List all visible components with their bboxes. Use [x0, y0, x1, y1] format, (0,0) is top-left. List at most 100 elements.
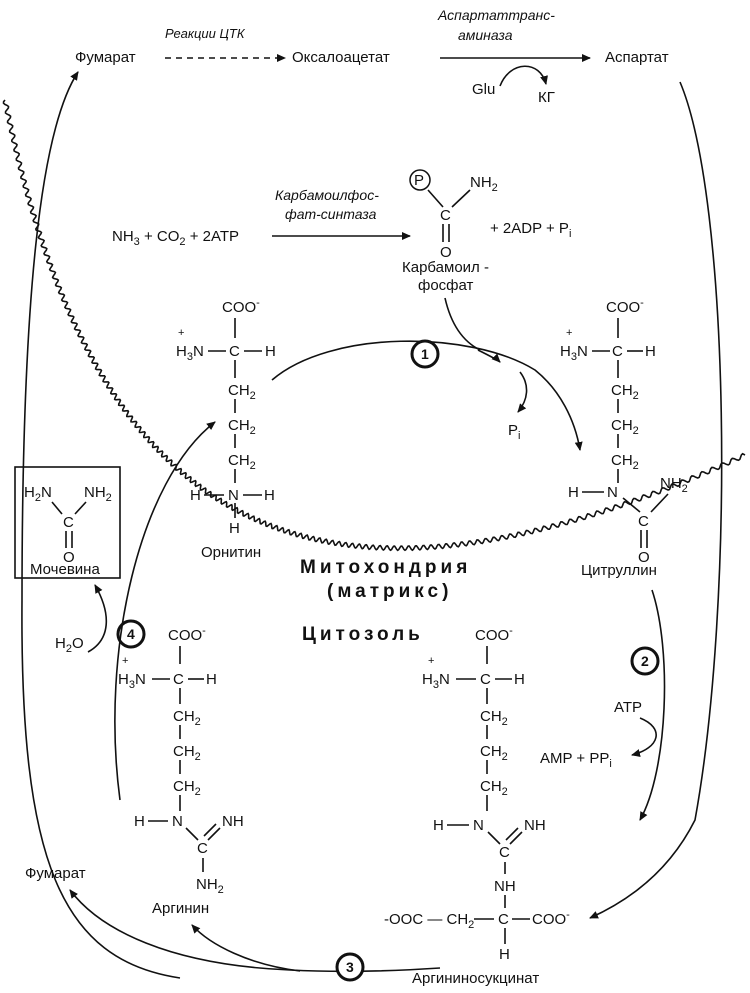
arginine-structure: COO- + H3N C H CH2 CH2 CH2 H N C NH NH2: [118, 625, 244, 896]
step-4-number: 4: [127, 626, 135, 642]
transaminase-label-2: аминаза: [458, 27, 513, 43]
carbamoyl-phosphate-name-2: фосфат: [418, 277, 474, 294]
svg-text:H: H: [134, 813, 145, 830]
svg-text:H: H: [190, 487, 201, 504]
transaminase-label-1: Аспартаттранс-: [437, 7, 555, 23]
svg-text:NH2: NH2: [660, 475, 688, 495]
svg-text:COO-: COO-: [606, 297, 644, 316]
svg-text:+: +: [178, 327, 184, 339]
svg-text:N: N: [172, 813, 183, 830]
svg-text:H: H: [499, 946, 510, 963]
svg-text:NH: NH: [494, 878, 516, 895]
svg-text:H: H: [568, 484, 579, 501]
cps-products: + 2ADP + Pi: [490, 220, 571, 240]
svg-text:H: H: [433, 817, 444, 834]
svg-text:H: H: [265, 343, 276, 360]
cp-oxygen: O: [440, 244, 452, 261]
urea-structure: H2N C NH2 O: [24, 484, 112, 566]
svg-text:C: C: [229, 343, 240, 360]
svg-text:N: N: [473, 817, 484, 834]
step-3-number: 3: [346, 959, 354, 975]
svg-text:H: H: [514, 671, 525, 688]
carbamoyl-phosphate-name-1: Карбамоил -: [402, 259, 489, 276]
svg-text:NH: NH: [222, 813, 244, 830]
svg-text:CH2: CH2: [480, 743, 508, 763]
argininosuccinate-name: Аргининосукцинат: [412, 970, 539, 987]
atp-to-amp-arrow: [631, 717, 657, 757]
svg-text:C: C: [638, 513, 649, 530]
water-to-urea-arrow: [87, 584, 108, 653]
svg-text:CH2: CH2: [611, 452, 639, 472]
svg-text:COO-: COO-: [168, 625, 206, 644]
cp-merge-arrow: [477, 349, 501, 363]
fumarate-to-tca-arrow: [21, 71, 181, 979]
svg-text:H: H: [645, 343, 656, 360]
svg-text:H3N: H3N: [560, 343, 588, 363]
pi-product: Pi: [508, 422, 520, 442]
fumarate-bottom: Фумарат: [25, 865, 86, 882]
svg-text:-OOC — CH2: -OOC — CH2: [384, 911, 474, 931]
citrulline-to-argininosuccinate-arrow: [639, 589, 666, 821]
svg-text:CH2: CH2: [611, 382, 639, 402]
svg-text:CH2: CH2: [611, 417, 639, 437]
urea-name: Мочевина: [30, 561, 100, 578]
glu-label: Glu: [472, 81, 495, 98]
svg-text:H: H: [264, 487, 275, 504]
svg-text:CH2: CH2: [228, 417, 256, 437]
phosphate-circle: [409, 169, 431, 191]
argininosuccinate-to-fumarate-arrow: [69, 889, 291, 971]
cp-bond-p: [427, 189, 444, 208]
arginine-to-ornithine-arrow: [114, 421, 216, 801]
svg-text:CH2: CH2: [228, 382, 256, 402]
phosphate-p: P: [414, 172, 424, 189]
svg-text:CH2: CH2: [228, 452, 256, 472]
svg-text:H: H: [229, 520, 240, 537]
ornithine-name: Орнитин: [201, 544, 261, 561]
arginine-name: Аргинин: [152, 900, 209, 917]
svg-text:COO-: COO-: [475, 625, 513, 644]
svg-text:C: C: [612, 343, 623, 360]
pi-release-arrow: [517, 371, 528, 413]
svg-text:C: C: [498, 911, 509, 928]
step-2-circle: [630, 646, 660, 676]
svg-text:C: C: [173, 671, 184, 688]
svg-text:H2N: H2N: [24, 484, 52, 504]
atp-label: ATP: [614, 699, 642, 716]
ornithine-to-citrulline-arrow: [271, 340, 583, 451]
argininosuccinate-structure: COO- + H3N C H CH2 CH2 CH2 H N C NH NH -…: [384, 625, 570, 963]
mitochondria-label: Митохондрия: [300, 557, 471, 578]
cp-nh2: NH2: [470, 174, 498, 194]
urea-box: [14, 466, 121, 579]
svg-text:H3N: H3N: [176, 343, 204, 363]
cp-bond-n: [451, 189, 471, 208]
svg-text:H: H: [206, 671, 217, 688]
ornithine-structure: COO- + H3N C H CH2 CH2 CH2 H N H H: [176, 297, 276, 537]
svg-text:C: C: [480, 671, 491, 688]
fumarate-top: Фумарат: [75, 49, 136, 66]
svg-text:CH2: CH2: [173, 743, 201, 763]
oxaloacetate: Оксалоацетат: [292, 49, 390, 66]
cp-carbon: C: [440, 207, 451, 224]
tca-reactions-label: Реакции ЦТК: [165, 26, 246, 41]
svg-text:NH2: NH2: [196, 876, 224, 896]
svg-text:H3N: H3N: [422, 671, 450, 691]
svg-text:COO-: COO-: [222, 297, 260, 316]
step-3-circle: [335, 952, 365, 982]
svg-text:CH2: CH2: [173, 778, 201, 798]
cytosol-label: Цитозоль: [302, 624, 424, 645]
svg-text:C: C: [197, 840, 208, 857]
aspartate-to-argininosuccinate-arrow: [589, 81, 723, 919]
svg-text:NH2: NH2: [84, 484, 112, 504]
glu-to-kg-arrow: [499, 65, 548, 87]
cps-enzyme-label-2: фат-синтаза: [285, 206, 377, 222]
svg-text:+: +: [428, 655, 434, 667]
svg-text:C: C: [63, 514, 74, 531]
svg-text:+: +: [122, 655, 128, 667]
svg-text:NH: NH: [524, 817, 546, 834]
citrulline-structure: COO- + H3N C H CH2 CH2 CH2 H N C NH2 O: [560, 297, 688, 566]
step-2-number: 2: [641, 653, 649, 669]
matrix-label: (матрикс): [327, 581, 452, 602]
cp-to-step1-line: [444, 297, 481, 351]
svg-text:O: O: [63, 549, 75, 566]
